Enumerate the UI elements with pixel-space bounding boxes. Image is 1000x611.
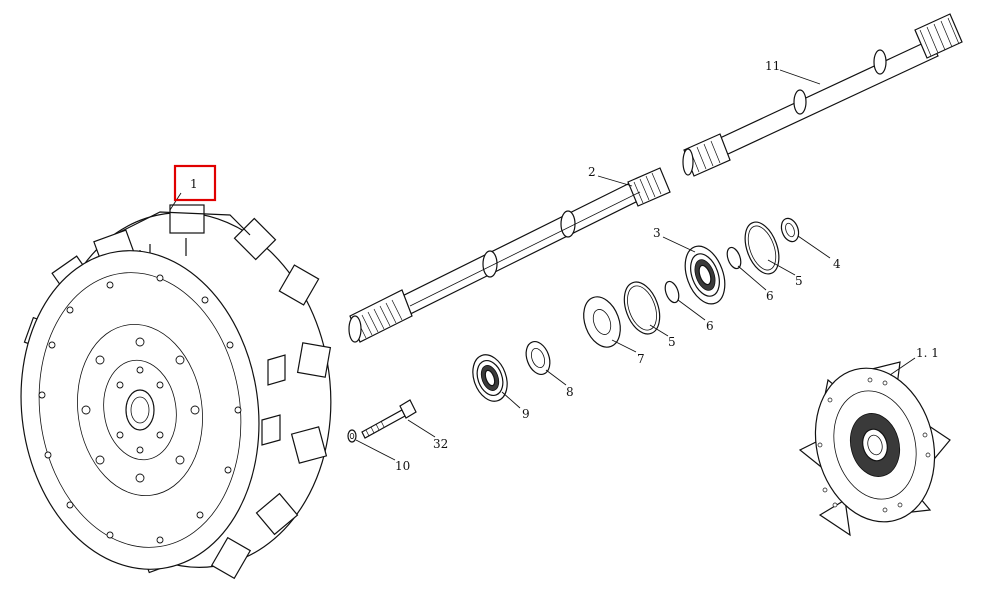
callout-8[interactable]: 8 [566, 385, 574, 399]
callout-11[interactable]: 11 [765, 59, 780, 73]
callout-1-1[interactable]: 1. 1 [916, 346, 939, 360]
pto-shaft[interactable] [682, 13, 963, 177]
snap-ring-5-lower[interactable] [618, 277, 667, 339]
callout-3[interactable]: 3 [653, 226, 661, 240]
ring-6-lower[interactable] [663, 280, 682, 305]
clutch-bolt-holes [38, 274, 242, 544]
washer-7[interactable] [577, 292, 627, 352]
clutch-assembly[interactable] [1, 194, 354, 586]
callout-9[interactable]: 9 [522, 407, 530, 421]
bolt-32[interactable] [361, 399, 417, 439]
callout-5-upper[interactable]: 5 [795, 274, 803, 288]
callout-1-highlight-box [173, 164, 217, 202]
washer-10[interactable] [347, 429, 357, 443]
callout-6-lower[interactable]: 6 [706, 319, 714, 333]
seal-8[interactable] [522, 338, 554, 377]
snap-ring-5-upper[interactable] [739, 217, 786, 278]
bearing-3[interactable] [678, 241, 732, 310]
leader-lines [169, 69, 916, 461]
callout-7[interactable]: 7 [637, 352, 645, 366]
seal-4[interactable] [778, 216, 801, 244]
callout-32[interactable]: 32 [433, 437, 448, 451]
callout-2[interactable]: 2 [588, 165, 596, 179]
callout-4[interactable]: 4 [833, 257, 841, 271]
input-shaft[interactable] [348, 167, 671, 343]
clutch-disc[interactable] [798, 355, 951, 537]
ring-6-upper[interactable] [725, 246, 744, 271]
callout-5-lower[interactable]: 5 [668, 335, 676, 349]
callout-10[interactable]: 10 [395, 459, 410, 473]
callout-1[interactable]: 1 [190, 177, 198, 191]
bearing-9[interactable] [467, 350, 513, 406]
callout-6-upper[interactable]: 6 [766, 289, 774, 303]
